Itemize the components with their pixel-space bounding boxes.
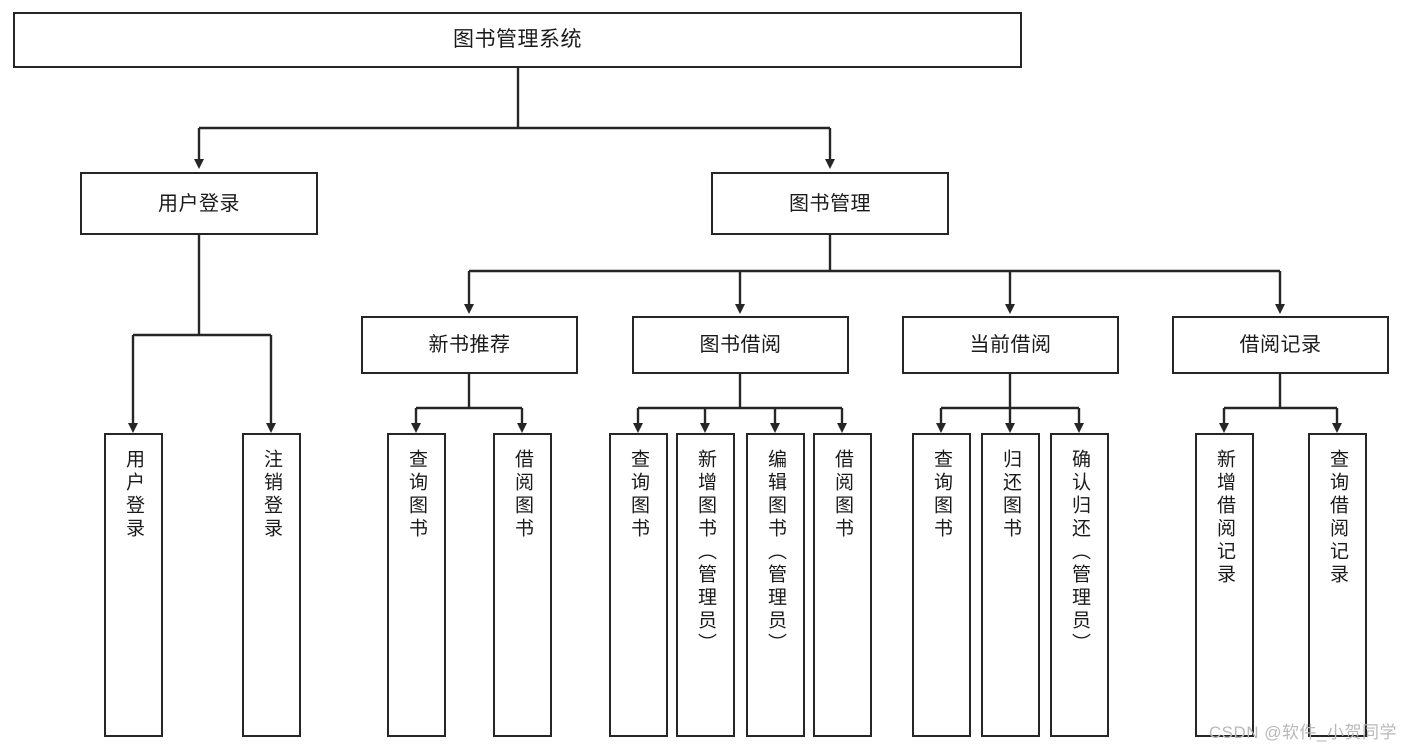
watermark-text: CSDN @软件_小贺同学: [1208, 723, 1397, 742]
leaf-label: 新增图书（管理员）: [695, 449, 716, 656]
leaf-record-query-record[interactable]: 查询借阅记录: [1308, 433, 1367, 737]
leaf-recommend-borrow-book[interactable]: 借阅图书: [493, 433, 552, 737]
node-current-borrow[interactable]: 当前借阅: [902, 316, 1119, 374]
leaf-label: 借阅图书: [512, 449, 533, 541]
leaf-label: 新增借阅记录: [1214, 449, 1235, 587]
leaf-label: 查询图书: [406, 449, 427, 541]
leaf-borrow-add-book-admin[interactable]: 新增图书（管理员）: [676, 433, 735, 737]
leaf-current-query-book[interactable]: 查询图书: [912, 433, 971, 737]
leaf-record-add-record[interactable]: 新增借阅记录: [1195, 433, 1254, 737]
node-user-login[interactable]: 用户登录: [80, 172, 318, 235]
leaf-label: 归还图书: [1000, 449, 1021, 541]
leaf-user-login-login[interactable]: 用户登录: [104, 433, 163, 737]
leaf-label: 查询借阅记录: [1327, 449, 1348, 587]
node-book-management[interactable]: 图书管理: [711, 172, 949, 235]
leaf-label: 查询图书: [628, 449, 649, 541]
node-root-system[interactable]: 图书管理系统: [13, 12, 1022, 68]
leaf-current-return-book[interactable]: 归还图书: [981, 433, 1040, 737]
node-book-borrow[interactable]: 图书借阅: [632, 316, 849, 374]
leaf-label: 注销登录: [261, 449, 282, 541]
leaf-label: 编辑图书（管理员）: [765, 449, 786, 656]
leaf-borrow-edit-book-admin[interactable]: 编辑图书（管理员）: [746, 433, 805, 737]
leaf-label: 用户登录: [123, 449, 144, 541]
node-new-book-recommend[interactable]: 新书推荐: [361, 316, 578, 374]
leaf-borrow-query-book[interactable]: 查询图书: [609, 433, 668, 737]
leaf-label: 查询图书: [931, 449, 952, 541]
leaf-recommend-query-book[interactable]: 查询图书: [387, 433, 446, 737]
leaf-user-login-logout[interactable]: 注销登录: [242, 433, 301, 737]
node-borrow-record[interactable]: 借阅记录: [1172, 316, 1389, 374]
leaf-current-confirm-return-admin[interactable]: 确认归还（管理员）: [1050, 433, 1109, 737]
leaf-borrow-borrow-book[interactable]: 借阅图书: [813, 433, 872, 737]
leaf-label: 借阅图书: [832, 449, 853, 541]
leaf-label: 确认归还（管理员）: [1069, 449, 1090, 656]
